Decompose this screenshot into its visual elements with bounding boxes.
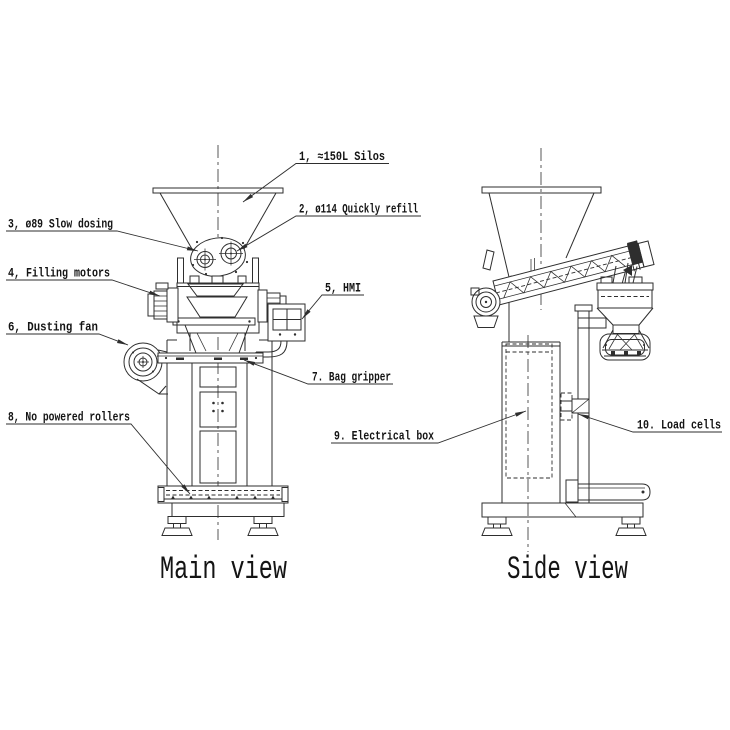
callout-rollers: 8, No powered rollers (6, 411, 191, 495)
hmi-panel (255, 303, 306, 358)
arrowhead (237, 243, 248, 251)
main-view-drawing (123, 145, 306, 540)
bag-clamp (599, 329, 651, 361)
dusting-fan (123, 342, 168, 395)
callout-text: 6, Dusting fan (8, 321, 98, 335)
callout-hmi: 5, HMI (301, 282, 364, 320)
arrowhead (117, 339, 128, 345)
callout-text: 7. Bag gripper (312, 371, 391, 385)
callout-quick-refill: 2, ø114 Quickly refill (236, 203, 421, 252)
callout-filling-motors: 4, Filling motors (6, 267, 161, 297)
callouts: 1, ≈150L Silos 2, ø114 Quickly refill 3,… (6, 150, 722, 495)
callout-text: 1, ≈150L Silos (299, 150, 385, 164)
arrowhead (515, 411, 526, 417)
callout-load-cells: 10. Load cells (577, 413, 722, 433)
arrowhead (148, 290, 160, 296)
callout-silos: 1, ≈150L Silos (242, 150, 389, 203)
bag-conveyor-arm (565, 479, 651, 503)
leader-line (6, 423, 191, 495)
leader-line (242, 163, 389, 203)
callout-text: 4, Filling motors (8, 267, 110, 281)
bag-gripper-plate (157, 352, 264, 364)
callout-text: 2, ø114 Quickly refill (299, 203, 418, 217)
callout-text: 8, No powered rollers (8, 411, 130, 425)
leader-line (6, 279, 161, 297)
load-cell-assembly (560, 392, 590, 421)
callout-bag-gripper: 7. Bag gripper (243, 359, 393, 385)
callout-electrical-box: 9. Electrical box (331, 410, 527, 444)
callout-text: 9. Electrical box (334, 430, 434, 444)
base-side (481, 502, 644, 518)
leader-line (6, 230, 199, 252)
filling-motor-left (147, 282, 179, 323)
base-main (171, 502, 285, 517)
arrowhead (186, 246, 198, 251)
leader-line (236, 215, 421, 252)
arrowhead (578, 414, 590, 420)
leader-line (331, 410, 527, 444)
machine-body-main (172, 275, 260, 354)
arrowhead (244, 360, 255, 366)
foot-main-left (161, 516, 193, 536)
leader-line (6, 333, 129, 346)
side-view-drawing (470, 148, 655, 552)
callout-text: 10. Load cells (637, 419, 721, 433)
arrowhead (302, 309, 311, 319)
foot-main-right (247, 516, 279, 536)
foot-side-left (481, 516, 513, 536)
electrical-box (505, 343, 553, 479)
arrowhead (181, 484, 190, 494)
callout-dusting-fan: 6, Dusting fan (6, 321, 129, 346)
slow-dosing-port (194, 248, 216, 271)
conveyor-motor (470, 287, 501, 328)
tower-column-main (166, 339, 273, 487)
leader-line (301, 294, 364, 320)
quick-refill-port (219, 241, 243, 266)
callout-text: 5, HMI (325, 282, 361, 296)
weigh-hopper (596, 262, 654, 361)
dosing-plate (190, 236, 249, 277)
foot-side-right (615, 516, 647, 536)
leader-line (243, 359, 393, 385)
side-view-title: Side view (507, 551, 628, 588)
roller-conveyor (157, 485, 289, 504)
callout-text: 3, ø89 Slow dosing (8, 218, 113, 232)
arrowhead (243, 193, 254, 202)
callout-slow-dosing: 3, ø89 Slow dosing (6, 218, 199, 252)
main-view-title: Main view (160, 551, 287, 588)
tower-column-side (501, 341, 561, 503)
leader-line (577, 413, 722, 433)
